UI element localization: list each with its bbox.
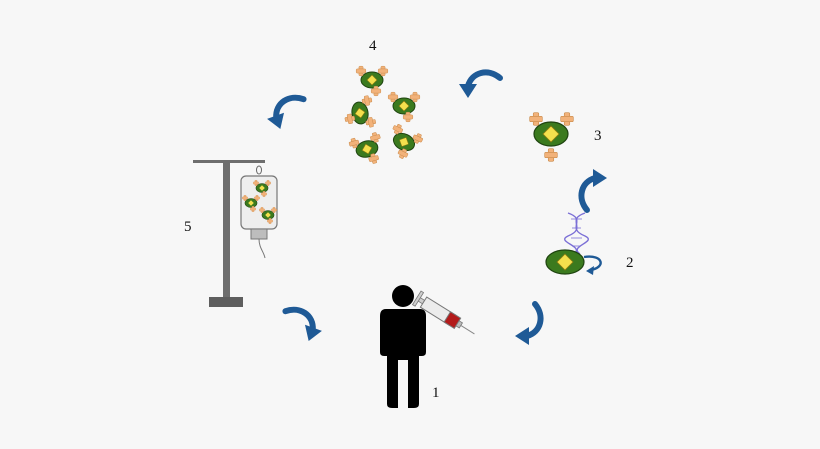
curved-arrow-icon — [263, 94, 310, 132]
iv-stand-icon — [193, 160, 265, 307]
cell-icon — [545, 249, 602, 275]
curved-arrow-icon — [279, 306, 326, 344]
dna-helix-icon — [564, 212, 589, 255]
expanded-cell-population-icon — [342, 66, 424, 168]
iv-bag-icon — [240, 165, 278, 259]
step-label-2: 2 — [626, 255, 634, 271]
syringe-icon — [411, 290, 475, 335]
curved-arrow-icon — [459, 72, 500, 98]
patient-silhouette-icon — [380, 285, 426, 408]
step-label-4: 4 — [369, 38, 377, 54]
curved-arrow-icon — [581, 169, 607, 210]
step-label-3: 3 — [594, 128, 602, 144]
receptor-expressing-cell-icon — [529, 112, 574, 162]
step-label-1: 1 — [432, 385, 440, 401]
curved-arrow-icon — [515, 304, 541, 345]
step-label-5: 5 — [184, 219, 192, 235]
